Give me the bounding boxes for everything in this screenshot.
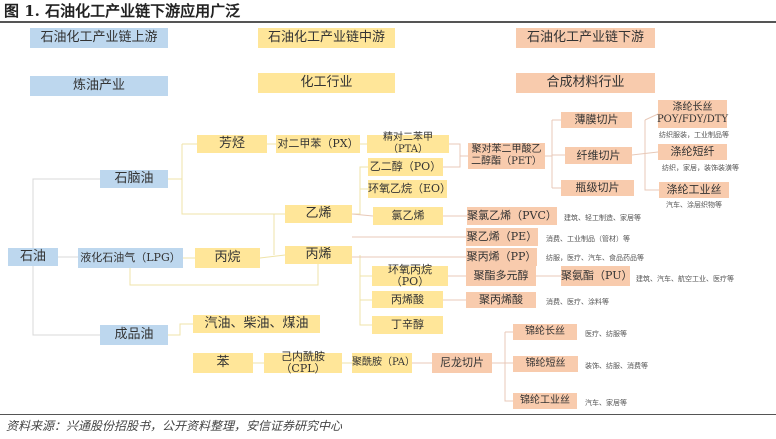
footer-divider [0,414,776,415]
node-octanol: 丁辛醇 [372,316,443,334]
node-eg: 乙二醇（PO） [368,158,443,176]
node-vcm: 氯乙烯 [373,207,443,225]
node-cpl: 己内酰胺（CPL） [264,351,342,375]
node-fuels: 汽油、柴油、煤油 [193,315,320,333]
node-pe: 聚乙烯（PE） [466,228,538,246]
node-oil: 石油 [8,248,58,266]
node-ethylene: 乙烯 [285,205,352,223]
note-pe: 消费、工业制品（管材）等 [546,235,630,243]
note-nylon-filament: 医疗、纺服等 [585,330,627,338]
upstream-header: 石油化工产业链上游 [30,28,168,48]
title-divider [0,21,776,23]
node-pet: 聚对苯二甲酸乙二醇酯（PET） [468,143,545,169]
node-pa: 聚酰胺（PA） [352,353,415,373]
downstream-header: 石油化工产业链下游 [516,28,655,48]
node-nylon-industrial: 锦纶工业丝 [513,393,577,409]
node-benzene: 苯 [193,353,253,373]
source-note: 资料来源：兴通股份招股书，公开资料整理，安信证券研究中心 [6,419,343,433]
node-polyacrylic: 聚丙烯酸 [466,292,536,308]
node-polyester-staple: 涤纶短纤 [658,144,727,160]
node-acrylic-acid: 丙烯酸 [372,291,443,308]
downstream-subheader: 合成材料行业 [516,73,655,93]
node-fiber-chip: 纤维切片 [565,147,632,164]
node-polyester-filament: 涤纶长丝 POY/FDY/DTY [657,100,728,128]
node-aromatics: 芳烃 [197,135,267,153]
node-px: 对二甲苯（PX） [276,135,360,153]
figure-title: 图 1. 石油化工产业链下游应用广泛 [4,2,241,20]
note-nylon-staple: 装饰、纺服、消费等 [585,362,648,370]
node-propane: 丙烷 [195,248,260,268]
node-nylon-staple: 锦纶短丝 [513,356,578,372]
midstream-header: 石油化工产业链中游 [258,28,395,48]
note-pvc: 建筑、轻工制造、家居等 [564,214,641,222]
node-pvc: 聚氯乙烯（PVC） [467,207,557,225]
note-nylon-industrial: 汽车、家居等 [585,399,627,407]
node-pp: 聚丙烯（PP） [466,248,537,266]
node-po: 环氧丙烷（PO） [372,264,448,288]
note-pu: 建筑、汽车、航空工业、医疗等 [636,275,734,283]
node-lpg: 液化石油气（LPG） [78,248,183,268]
node-polyol: 聚酯多元醇 [466,266,536,286]
note-polyester-industrial: 汽车、涂层织物等 [666,201,722,209]
note-polyester-filament: 纺织服装，工业制品等 [659,131,729,139]
node-bottle-chip: 瓶级切片 [561,180,634,196]
node-pu: 聚氨酯（PU） [561,266,632,286]
node-refined-oil: 成品油 [100,325,168,345]
note-polyester-staple: 纺织，家居，装饰装潢等 [662,164,739,172]
node-pta: 精对二苯甲（PTA） [367,132,449,155]
node-eo: 环氧乙烷（EO） [368,180,451,198]
midstream-subheader: 化工行业 [258,73,395,93]
node-film-chip: 薄膜切片 [561,112,632,128]
node-polyester-industrial: 涤纶工业丝 [659,182,729,198]
node-propylene: 丙烯 [285,246,352,264]
note-paa: 消费、医疗、涂料等 [546,298,609,306]
upstream-subheader: 炼油产业 [30,76,168,96]
node-naphtha: 石脑油 [100,170,168,188]
note-pp: 纺服，医疗、汽车、食品药品等 [546,254,644,262]
node-nylon-filament: 锦纶长丝 [513,324,577,340]
node-nylon-chip: 尼龙切片 [432,353,492,373]
